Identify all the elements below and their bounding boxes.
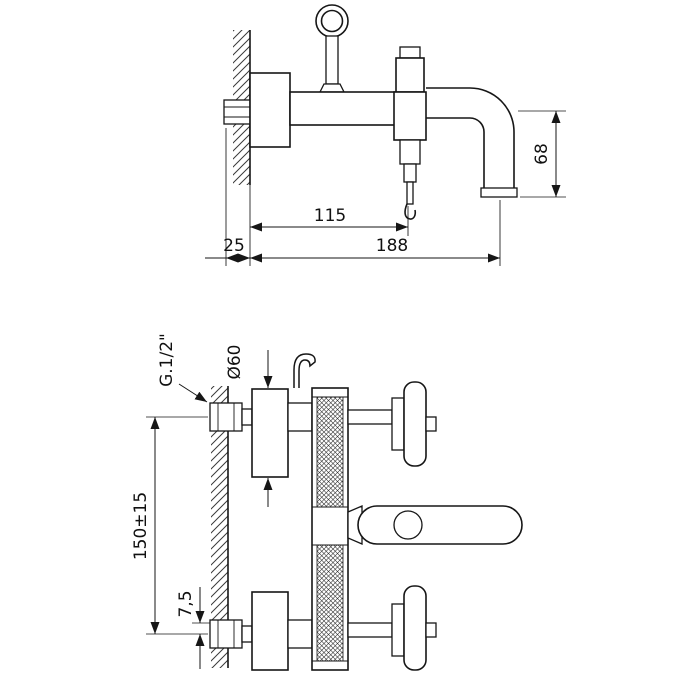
diverter-upper-body [395, 57, 425, 93]
dim-label-offset: 7,5 [176, 590, 196, 617]
diverter-neck [403, 163, 417, 183]
dim-label-inlet-spacing: 150±15 [131, 492, 151, 560]
spout-outer [426, 87, 515, 188]
spout-outlet-front [293, 353, 316, 388]
cross-handle-top [403, 381, 427, 467]
leader-line-thread [178, 383, 208, 403]
dim-label-total-reach: 188 [376, 236, 408, 256]
dim-label-flange-diameter: Ø60 [225, 344, 245, 379]
diverter-main-body [393, 91, 427, 141]
dim-label-thread-size: G.1/2" [157, 333, 177, 387]
mixer-body [289, 91, 397, 126]
dim-label-spout-drop: 68 [532, 143, 552, 165]
lever-cap [393, 510, 423, 540]
inlet-nut [223, 99, 251, 125]
inlet-stem-top [241, 408, 253, 426]
lever-neck [347, 505, 363, 545]
flange-top [251, 388, 289, 478]
wall-flange [249, 72, 291, 148]
connector-bottom [287, 619, 313, 649]
lever-handle [357, 505, 523, 545]
dim-label-spout-projection: 115 [314, 206, 346, 226]
handle-plate-top [391, 397, 405, 451]
flange-bottom [251, 591, 289, 671]
connector-top [287, 402, 313, 432]
spout-end-cap [480, 187, 518, 198]
diverter-pull-rod [406, 181, 414, 205]
side-view: 115 25 188 68 [205, 4, 566, 266]
riser-flare [318, 83, 346, 93]
front-view: 150±15 7,5 Ø60 G.1/2" [131, 333, 523, 671]
diverter-knob [399, 46, 421, 59]
riser-stem [325, 35, 339, 85]
pull-rod-hook [404, 203, 417, 220]
wall-hatch [211, 386, 228, 668]
knurled-section-upper [316, 396, 344, 508]
cross-handle-bottom [403, 585, 427, 671]
inlet-stem-bottom [241, 625, 253, 643]
inlet-nut-top [209, 402, 243, 432]
spout-inner [426, 117, 485, 188]
handle-plate-bottom [391, 603, 405, 657]
handle-stem-bottom [347, 622, 393, 638]
dim-label-wall-plate: 25 [223, 236, 245, 256]
handle-stem-top [347, 409, 393, 425]
diverter-lower-body [399, 139, 421, 165]
handle-knob-top [425, 416, 437, 432]
knurled-section-lower [316, 544, 344, 662]
handle-knob-bottom [425, 622, 437, 638]
inlet-nut-bottom [209, 619, 243, 649]
ring-handle-inner [320, 9, 344, 33]
